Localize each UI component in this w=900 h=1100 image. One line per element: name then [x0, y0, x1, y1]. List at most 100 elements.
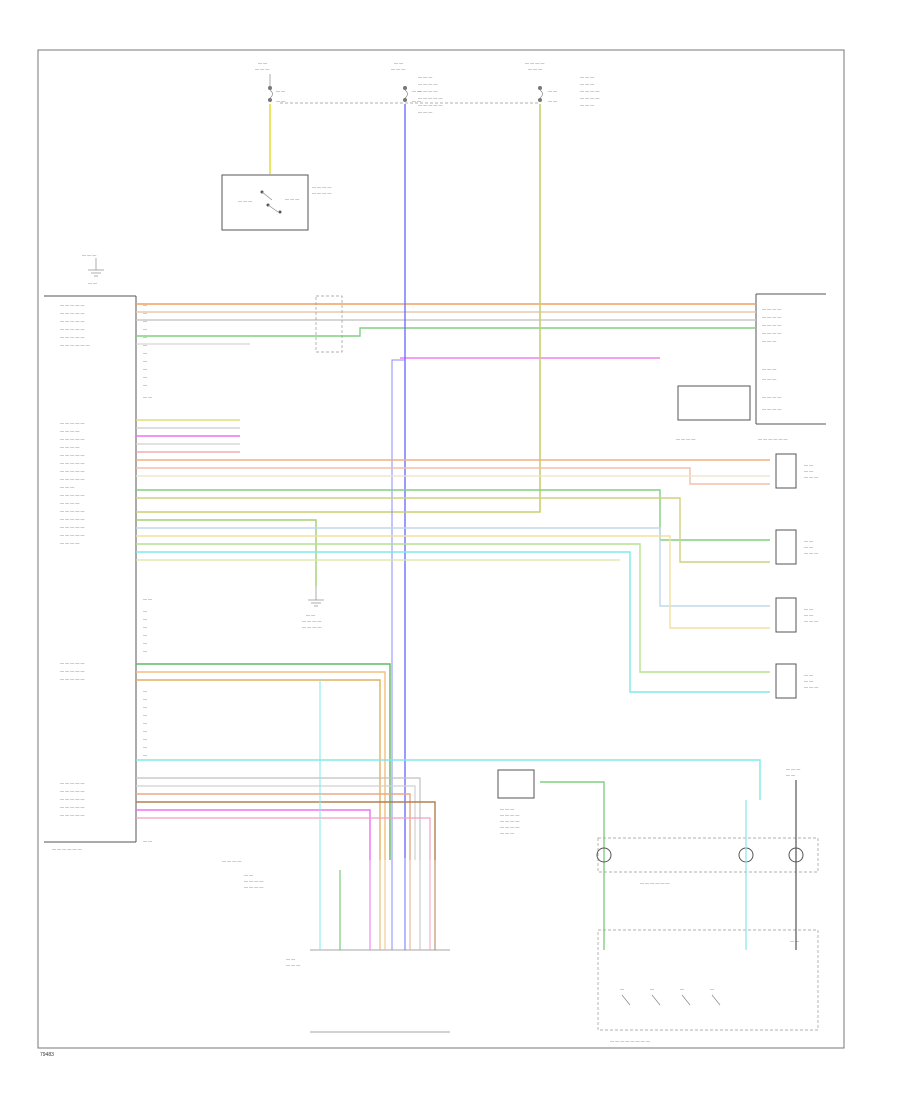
svg-text:— —: — — — [88, 280, 97, 285]
svg-text:— — — — — —: — — — — — — — [758, 436, 788, 441]
svg-text:— — — —: — — — — — [500, 824, 519, 829]
svg-text:— — — — —: — — — — — — [60, 436, 84, 441]
bottom-connector: — — — — — — — — — — — — — — — — — — — — [222, 858, 450, 1033]
svg-text:—: — — [143, 632, 147, 637]
svg-text:— — — —: — — — — — [762, 314, 781, 319]
svg-text:—: — — [143, 358, 147, 363]
svg-text:— —: — — — [276, 88, 285, 93]
svg-text:— — — —: — — — — — [762, 394, 781, 399]
svg-text:—: — — [650, 986, 654, 991]
bottom-connector-pins — [319, 858, 436, 950]
svg-text:— — — — —: — — — — — — [60, 310, 84, 315]
svg-text:—: — — [710, 986, 714, 991]
svg-text:—: — — [143, 736, 147, 741]
svg-text:— — — —: — — — — — [302, 618, 321, 623]
svg-text:—: — — [143, 608, 147, 613]
svg-text:— — —: — — — — [804, 684, 818, 689]
svg-text:— — —: — — — — [500, 806, 514, 811]
svg-text:— — — — — —: — — — — — — — [640, 880, 670, 885]
svg-text:— — — — —: — — — — — — [60, 812, 84, 817]
svg-text:— — — — —: — — — — — — [60, 532, 84, 537]
svg-text:— —: — — — [412, 98, 421, 103]
svg-text:— — — —: — — — — — [60, 500, 79, 505]
svg-text:— — —: — — — — [60, 484, 74, 489]
right-module-connector: — — — — — — — — — — — — — — — — — — — — … — [755, 293, 826, 441]
svg-text:— — — —: — — — — — [762, 322, 781, 327]
svg-text:— — —: — — — — [762, 376, 776, 381]
svg-text:—: — — [143, 326, 147, 331]
svg-text:— —: — — — [143, 838, 152, 843]
svg-text:— — — —: — — — — — [312, 184, 331, 189]
svg-text:— — —: — — — — [528, 66, 542, 71]
svg-text:— —: — — — [244, 872, 253, 877]
svg-text:—: — — [143, 374, 147, 379]
svg-text:— —: — — — [804, 612, 813, 617]
svg-text:— — — — — — — —: — — — — — — — — — [610, 1038, 650, 1043]
svg-text:— — — —: — — — — — [580, 95, 599, 100]
svg-text:— — —: — — — — [580, 81, 594, 86]
svg-text:— — — —: — — — — — [762, 306, 781, 311]
svg-text:— —: — — — [143, 394, 152, 399]
svg-text:— — — — —: — — — — — — [60, 788, 84, 793]
svg-text:—: — — [680, 986, 684, 991]
svg-text:— —: — — — [548, 88, 557, 93]
svg-text:— — — —: — — — — — [222, 858, 241, 863]
svg-text:— — —: — — — — [762, 366, 776, 371]
svg-text:— — — — —: — — — — — — [60, 476, 84, 481]
svg-text:— — — — —: — — — — — — [60, 460, 84, 465]
svg-text:— —: — — — [306, 612, 315, 617]
svg-text:— — —: — — — — [238, 198, 252, 203]
svg-text:— — —: — — — — [286, 962, 300, 967]
svg-text:—: — — [620, 986, 624, 991]
svg-text:— — —: — — — — [786, 766, 800, 771]
diagram-frame — [37, 49, 845, 1049]
svg-text:— — —: — — — — [580, 102, 594, 107]
svg-text:— —: — — — [143, 596, 152, 601]
svg-text:— — — —: — — — — — [762, 330, 781, 335]
svg-text:— — — — —: — — — — — — [60, 318, 84, 323]
svg-text:— — — — —: — — — — — — [418, 102, 442, 107]
speaker-left-rear: — —— —— — — — [775, 663, 818, 699]
svg-text:— — — — —: — — — — — — [60, 508, 84, 513]
wire-harness-top — [136, 303, 756, 359]
svg-text:—: — — [143, 648, 147, 653]
svg-text:— —: — — — [804, 538, 813, 543]
svg-text:— — — — —: — — — — — — [60, 796, 84, 801]
speaker-right-front: — —— —— — — — [775, 453, 818, 489]
svg-text:— — —: — — — — [500, 830, 514, 835]
svg-text:— — —: — — — — [762, 338, 776, 343]
splice-box — [315, 295, 343, 353]
svg-text:— —: — — — [804, 672, 813, 677]
speaker-right-rear: — —— —— — — — [775, 529, 818, 565]
svg-text:— —: — — — [786, 772, 795, 777]
svg-text:— — — — — —: — — — — — — — [60, 342, 90, 347]
svg-text:—: — — [143, 366, 147, 371]
diagram-id: 79483 — [40, 1052, 54, 1058]
svg-text:— — — — —: — — — — — — [60, 302, 84, 307]
svg-text:—: — — [143, 350, 147, 355]
svg-text:— — — — —: — — — — — — [60, 516, 84, 521]
svg-text:— — —: — — — — [418, 74, 432, 79]
svg-text:— — — — —: — — — — — — [418, 95, 442, 100]
pin-numbers: —— —— —— —— —— —— — — — —— —— —— —— —— —… — [143, 302, 152, 843]
svg-text:— — — — —: — — — — — — [60, 660, 84, 665]
svg-text:— —: — — — [258, 60, 267, 65]
svg-text:—: — — [143, 382, 147, 387]
svg-text:— — — —: — — — — — [60, 444, 79, 449]
speaker-left-front: — —— —— — — — [775, 597, 818, 633]
fuse-block-center: — — — — — — — — — — — — — — — — — — — — … — [391, 60, 442, 114]
svg-text:—: — — [143, 696, 147, 701]
svg-text:— —: — — — [804, 468, 813, 473]
wire-olive-feed — [136, 104, 541, 513]
svg-text:— — —: — — — — [804, 618, 818, 623]
wire-harness-lower — [136, 663, 761, 950]
svg-text:—: — — [143, 616, 147, 621]
svg-text:— — — —: — — — — — [580, 88, 599, 93]
svg-text:—: — — [143, 704, 147, 709]
svg-text:—: — — [143, 688, 147, 693]
svg-text:— — — — —: — — — — — — [60, 780, 84, 785]
svg-text:— —: — — — [548, 98, 557, 103]
steering-control-box: — — — — — — — — — — — — — — — — — — — [497, 769, 605, 950]
svg-text:— —: — — — [804, 606, 813, 611]
